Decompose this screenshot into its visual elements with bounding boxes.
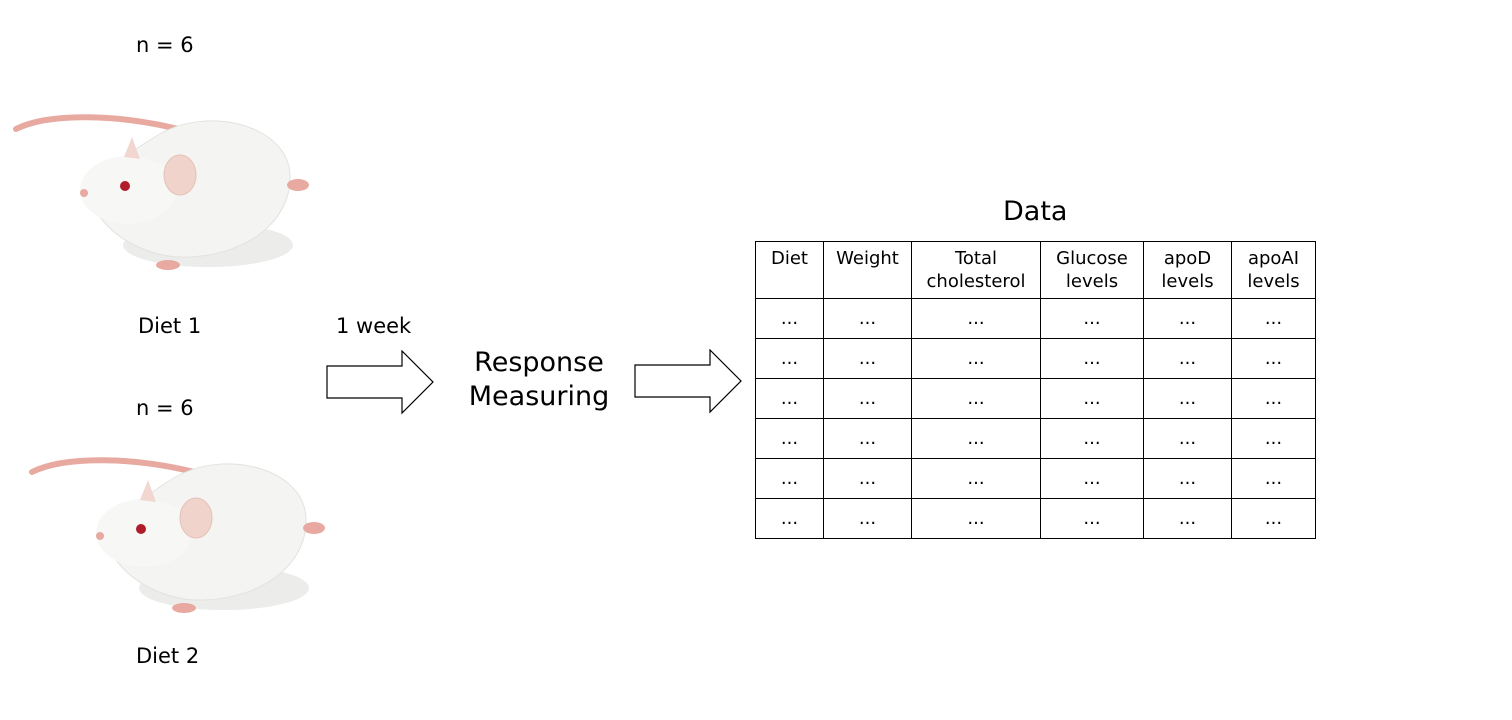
table-cell: ...	[755, 418, 824, 459]
table-cell: ...	[911, 338, 1041, 379]
table-cell: ...	[823, 338, 912, 379]
table-cell: ...	[755, 378, 824, 419]
header-weight: Weight	[823, 241, 912, 299]
table-row: ... ... ... ... ... ...	[755, 378, 1316, 419]
table-cell: ...	[911, 458, 1041, 499]
process-label-line-2: Measuring	[468, 381, 610, 412]
group-2-n-label: n = 6	[136, 396, 194, 420]
table-cell: ...	[911, 298, 1041, 339]
process-label: Response Measuring	[455, 346, 623, 414]
table-cell: ...	[823, 498, 912, 539]
group-1-diet-label: Diet 1	[138, 314, 202, 338]
header-diet: Diet	[755, 241, 824, 299]
mouse-diet-1-image	[13, 114, 309, 270]
table-row: ... ... ... ... ... ...	[755, 298, 1316, 339]
table-cell: ...	[1231, 378, 1316, 419]
table-cell: ...	[755, 458, 824, 499]
mouse-diet-2-image	[29, 457, 325, 613]
table-cell: ...	[911, 498, 1041, 539]
table-row: ... ... ... ... ... ...	[755, 338, 1316, 379]
table-cell: ...	[1231, 338, 1316, 379]
table-cell: ...	[1143, 378, 1232, 419]
arrow-to-data-icon	[634, 349, 742, 414]
table-row: ... ... ... ... ... ...	[755, 498, 1316, 539]
table-cell: ...	[1040, 498, 1144, 539]
table-cell: ...	[823, 458, 912, 499]
table-cell: ...	[911, 418, 1041, 459]
table-cell: ...	[755, 298, 824, 339]
table-cell: ...	[1143, 498, 1232, 539]
data-title: Data	[1003, 196, 1068, 227]
table-cell: ...	[755, 338, 824, 379]
table-row: ... ... ... ... ... ...	[755, 418, 1316, 459]
table-cell: ...	[823, 378, 912, 419]
table-cell: ...	[1040, 418, 1144, 459]
table-cell: ...	[1040, 378, 1144, 419]
process-label-line-1: Response	[474, 347, 604, 378]
group-2-diet-label: Diet 2	[136, 644, 200, 668]
table-cell: ...	[911, 378, 1041, 419]
table-cell: ...	[1231, 498, 1316, 539]
table-cell: ...	[1143, 298, 1232, 339]
duration-label: 1 week	[336, 314, 412, 338]
group-1-n-label: n = 6	[136, 33, 194, 57]
table-cell: ...	[823, 418, 912, 459]
table-cell: ...	[1231, 418, 1316, 459]
table-cell: ...	[1143, 458, 1232, 499]
table-row: ... ... ... ... ... ...	[755, 458, 1316, 499]
table-cell: ...	[1143, 338, 1232, 379]
table-cell: ...	[1143, 418, 1232, 459]
table-cell: ...	[1231, 298, 1316, 339]
table-cell: ...	[823, 298, 912, 339]
table-cell: ...	[1040, 458, 1144, 499]
table-cell: ...	[1040, 338, 1144, 379]
table-cell: ...	[1231, 458, 1316, 499]
arrow-to-measuring-icon	[326, 350, 434, 415]
table-cell: ...	[755, 498, 824, 539]
table-cell: ...	[1040, 298, 1144, 339]
